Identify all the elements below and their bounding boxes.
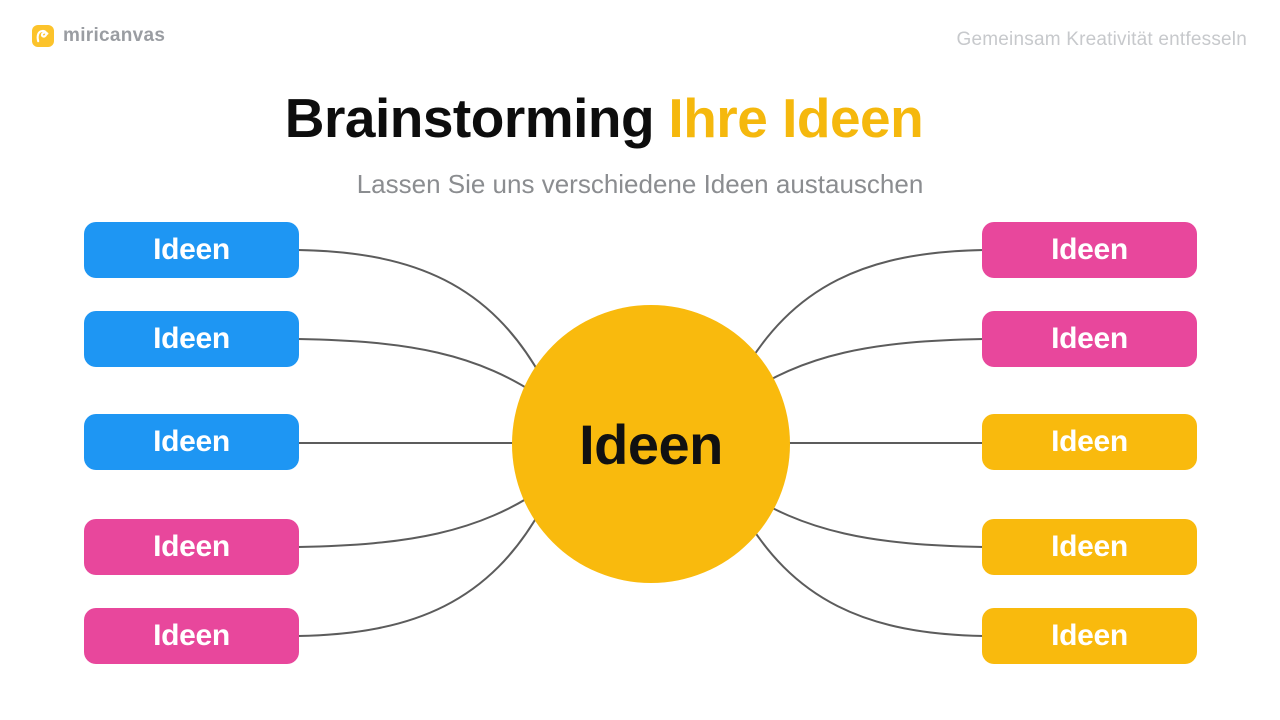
idea-node-left-1: Ideen — [84, 222, 299, 278]
brand[interactable]: miricanvas — [32, 25, 165, 47]
title-part-2: Ihre Ideen — [668, 87, 924, 149]
idea-node-left-2: Ideen — [84, 311, 299, 367]
connector-left-1 — [297, 249, 543, 379]
brand-name: miricanvas — [63, 25, 166, 46]
idea-node-label: Ideen — [1051, 619, 1128, 652]
idea-node-right-2: Ideen — [982, 311, 1197, 367]
idea-node-left-4: Ideen — [84, 519, 299, 575]
idea-node-label: Ideen — [1051, 530, 1128, 563]
idea-node-label: Ideen — [1051, 425, 1128, 458]
idea-node-right-3: Ideen — [982, 414, 1197, 470]
idea-node-label: Ideen — [1051, 322, 1128, 355]
idea-node-label: Ideen — [153, 233, 230, 266]
idea-node-label: Ideen — [1051, 233, 1128, 266]
connector-left-4 — [297, 486, 546, 548]
idea-node-label: Ideen — [153, 425, 230, 458]
connector-left-5 — [297, 507, 543, 637]
idea-node-right-1: Ideen — [982, 222, 1197, 278]
top-bar: miricanvas Gemeinsam Kreativität entfess… — [0, 0, 1280, 60]
central-idea-node: Ideen — [512, 305, 790, 583]
idea-node-left-5: Ideen — [84, 608, 299, 664]
idea-node-label: Ideen — [153, 619, 230, 652]
idea-node-right-4: Ideen — [982, 519, 1197, 575]
idea-node-left-3: Ideen — [84, 414, 299, 470]
idea-node-label: Ideen — [153, 530, 230, 563]
slide-subtitle: Lassen Sie uns verschiedene Ideen austau… — [356, 169, 924, 199]
connector-left-2 — [297, 338, 546, 401]
connector-right-5 — [739, 507, 985, 637]
central-idea-label: Ideen — [579, 412, 723, 476]
idea-node-right-5: Ideen — [982, 608, 1197, 664]
miricanvas-logo-icon — [32, 25, 54, 47]
connector-right-1 — [739, 249, 985, 379]
header-tagline: Gemeinsam Kreativität entfesseln — [956, 29, 1247, 50]
idea-node-label: Ideen — [153, 322, 230, 355]
title-part-1: Brainstorming — [284, 87, 655, 149]
